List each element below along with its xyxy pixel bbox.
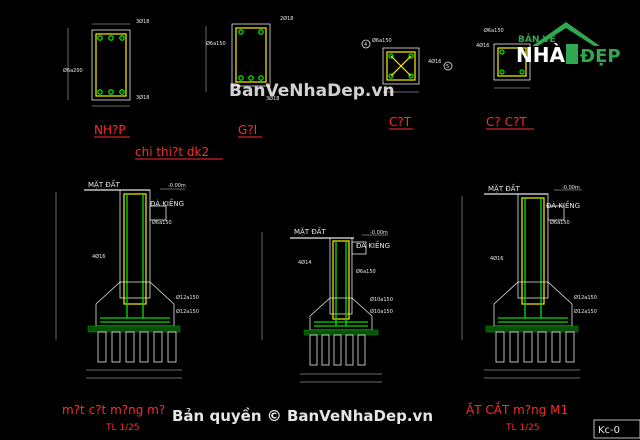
section-co-cot: Ø6a150 4Ø16 C? C?T — [476, 27, 534, 130]
elev3-level-label: -0.00m — [562, 185, 580, 191]
elev1-stirrup-label: Ø6a150 — [152, 219, 172, 226]
logo-brand-left: NHÀ — [516, 43, 565, 67]
elev2-tie-label: ĐÀ KIỀNG — [356, 240, 390, 250]
elevation-1: MẶT ĐẤT -0.00m ĐÀ KIỀNG Ø6a150 4Ø16 Ø12a… — [55, 179, 199, 433]
goi-label-bottom: 3Ø18 — [266, 95, 279, 102]
brand-logo: BẢN VẼ NHÀ ĐẸP — [516, 22, 621, 67]
elev3-stirrup-label: Ø6a150 — [550, 219, 570, 226]
elev1-mesh-top: Ø12a150 — [176, 294, 199, 301]
elev3-mesh-top: Ø12a150 — [574, 294, 597, 301]
elev2-stirrup-label: Ø6a150 — [356, 268, 376, 275]
elevation-3: MẶT ĐẤT -0.00m ĐÀ KIỀNG Ø6a150 4Ø16 Ø12a… — [461, 183, 597, 433]
logo-brand-right: ĐẸP — [580, 46, 621, 67]
elevation-2: MẶT ĐẤT -0.00m ĐÀ KIỀNG Ø6a150 4Ø14 Ø10a… — [261, 226, 393, 383]
elev1-title: m?t c?t m?ng m? — [62, 403, 165, 417]
sheet-code-box — [593, 419, 640, 439]
house-body-icon — [566, 44, 578, 64]
sheet-code: Kc-0 — [598, 425, 620, 436]
logo-top-text: BẢN VẼ — [518, 33, 556, 45]
goi-title: G?I — [238, 123, 257, 137]
elev1-mesh-bot: Ø12a150 — [176, 308, 199, 315]
elev3-ground-label: MẶT ĐẤT — [488, 183, 521, 193]
elev1-main-label: 4Ø16 — [92, 253, 105, 260]
elev3-tie-label: ĐÀ KIỀNG — [546, 200, 580, 210]
elev2-mesh-bot: Ø10a150 — [370, 308, 393, 315]
goi-label-side: Ø6a150 — [206, 40, 226, 47]
elev1-level-label: -0.00m — [168, 183, 186, 189]
elev1-tie-label: ĐÀ KIỀNG — [150, 198, 184, 208]
cot-tag-left: 4 — [364, 42, 367, 48]
nhip-label-top: 3Ø18 — [136, 18, 149, 25]
section-cot: 4 5 Ø6a150 4Ø16 C?T — [361, 37, 453, 130]
watermark-bottom: Bản quyền © BanVeNhaDep.vn — [172, 406, 433, 425]
elev2-level-label: -0.00m — [370, 230, 388, 236]
section-nhip: 3Ø18 Ø6a200 3Ø18 NH?P — [63, 18, 149, 138]
elev3-mesh-bot: Ø12a150 — [574, 308, 597, 315]
cot-tag-right: 5 — [446, 64, 449, 70]
cot-label-top: Ø6a150 — [372, 37, 392, 44]
elev2-mesh-top: Ø10a150 — [370, 296, 393, 303]
elev1-ground-label: MẶT ĐẤT — [88, 179, 121, 189]
elev1-scale: TL 1/25 — [105, 423, 140, 433]
goi-label-top: 2Ø18 — [280, 15, 293, 22]
elev3-title: ẶT CẮT m?ng M1 — [466, 401, 568, 417]
elev3-scale: TL 1/25 — [505, 423, 540, 433]
section-caption: chi thi?t dk2 — [135, 145, 209, 159]
cocot-label-top: Ø6a150 — [484, 27, 504, 34]
cocot-label-side: 4Ø16 — [476, 42, 489, 49]
cot-label-side: 4Ø16 — [428, 58, 441, 65]
cocot-title: C? C?T — [486, 115, 527, 129]
nhip-label-side: Ø6a200 — [63, 67, 83, 74]
watermark-center: BanVeNhaDep.vn — [229, 81, 395, 101]
elev2-ground-label: MẶT ĐẤT — [294, 226, 327, 236]
house-roof-icon — [532, 22, 600, 46]
elev2-main-label: 4Ø14 — [298, 259, 311, 266]
cot-title: C?T — [389, 115, 412, 129]
nhip-title: NH?P — [94, 123, 126, 137]
section-goi: 2Ø18 Ø6a150 3Ø18 G?I — [205, 15, 293, 138]
elev3-main-label: 4Ø16 — [490, 255, 503, 262]
nhip-label-bottom: 3Ø18 — [136, 94, 149, 101]
